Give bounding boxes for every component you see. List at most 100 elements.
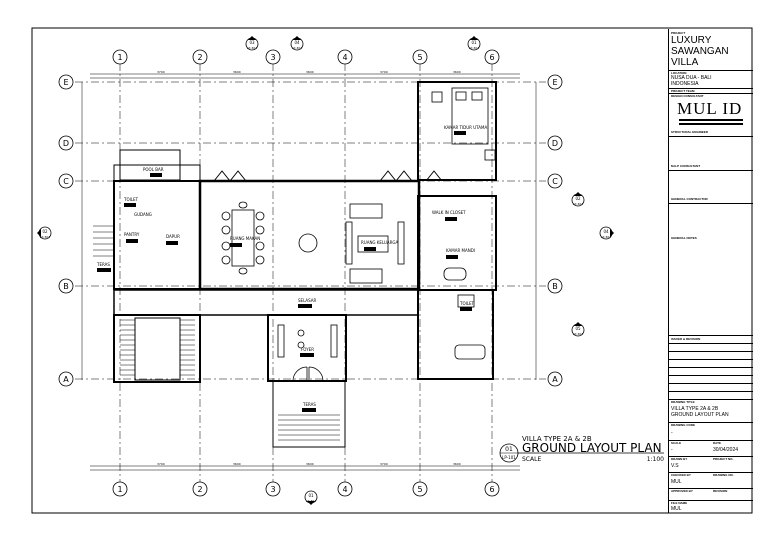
table-line	[669, 399, 753, 400]
file-name-label: FILE NAME	[671, 501, 688, 505]
room-pantry: PANTRY	[124, 232, 140, 237]
svg-text:3700: 3700	[157, 70, 165, 74]
grid-col-top-4: 4	[342, 53, 347, 62]
grid-row-right-a: A	[552, 375, 558, 384]
grid-col-bottom-2: 2	[197, 485, 202, 494]
drawing-title-main: GROUND LAYOUT PLAN	[522, 441, 662, 455]
design-consultant-label: DESIGN CONSULTANT	[671, 94, 704, 98]
divider	[669, 88, 753, 89]
drawn-by-value: V.S	[671, 463, 679, 469]
drawn-by-label: DRAWN BY	[671, 457, 688, 461]
grid-col-bottom-3: 3	[270, 485, 275, 494]
file-name-value: MUL	[671, 506, 682, 512]
room-kitchen: DAPUR	[166, 234, 180, 239]
checked-by-value: MUL	[671, 479, 682, 485]
room-master-bedroom: KAMAR TIDUR UTAMA	[444, 125, 487, 130]
divider	[669, 70, 753, 71]
room-terrace-front: TERAS	[302, 402, 316, 407]
grid-col-top-3: 3	[270, 53, 275, 62]
room-foyer: FOYER	[301, 347, 314, 352]
title-block: PROJECT LUXURY SAWANGAN VILLA LOCATION N…	[668, 29, 753, 513]
section-markers	[38, 37, 613, 504]
checked-by-label: CHECKED BY	[671, 473, 691, 477]
date-value: 30/04/2024	[713, 447, 739, 453]
structural-engineer-label: STRUCTURAL ENGINEER	[671, 130, 708, 134]
section-marker-2-num: 04	[294, 40, 300, 45]
section-marker-arrows	[37, 36, 614, 505]
logo-underline	[679, 119, 743, 121]
grid-bubbles	[58, 49, 563, 497]
room-store: GUDANG	[134, 212, 152, 217]
table-line	[669, 351, 753, 352]
project-name-3: VILLA	[671, 57, 699, 68]
grid-row-right-d: D	[552, 139, 558, 148]
divider	[669, 93, 753, 94]
drawing-scale-label: SCALE	[522, 456, 541, 463]
room-pool-bar: POOL BAR	[143, 167, 164, 172]
scale-label-tb: SCALE	[671, 441, 682, 445]
divider	[669, 170, 753, 171]
issued-revision-label: ISSUED & REVISION	[671, 337, 701, 341]
section-marker-5-num: 04	[603, 229, 609, 234]
divider	[669, 335, 753, 336]
project-label: PROJECT	[671, 31, 686, 35]
project-name-2: SAWANGAN	[671, 46, 729, 57]
grid-bubble-labels: 1 2 3 4 5 6 1 2 3 4 5 6 E D C B A E D C …	[63, 53, 558, 494]
section-marker-labels: 03 LP-301 04 LP-301 01 LP-301 02 LP-301 …	[40, 40, 611, 503]
section-marker-1-num: 03	[249, 40, 255, 45]
general-notes-label: GENERAL NOTES	[671, 236, 697, 240]
section-marker-6-num: 02	[575, 196, 581, 201]
divider	[669, 488, 753, 489]
grid-col-bottom-4: 4	[342, 485, 347, 494]
view-number: 01	[505, 446, 513, 453]
grid-col-top-2: 2	[197, 53, 202, 62]
section-marker-3-num: 01	[471, 40, 477, 45]
project-name-1: LUXURY	[671, 35, 712, 46]
svg-text:3700: 3700	[380, 70, 388, 74]
drawing-title-block: 01 LP-101 VILLA TYPE 2A & 2B GROUND LAYO…	[499, 435, 664, 463]
divider	[669, 472, 753, 473]
table-line	[669, 375, 753, 376]
svg-text:3600: 3600	[453, 462, 461, 466]
section-marker-2-sheet: LP-301	[292, 46, 302, 50]
entrance-doors	[292, 366, 324, 382]
section-marker-6-sheet: LP-301	[573, 202, 583, 206]
room-corridor: SELASAR	[298, 298, 316, 303]
svg-text:3600: 3600	[233, 70, 241, 74]
scale-value-tb: -	[671, 447, 673, 453]
svg-text:3600: 3600	[453, 70, 461, 74]
section-marker-5-sheet: LP-301	[601, 235, 611, 239]
view-sheet: LP-101	[502, 455, 516, 460]
divider	[669, 456, 753, 457]
svg-text:3600: 3600	[233, 462, 241, 466]
divider	[669, 422, 753, 423]
drawing-code-label: DRAWING CODE	[671, 423, 695, 427]
dimension-lines	[81, 73, 537, 471]
svg-text:3600: 3600	[306, 462, 314, 466]
room-powder-room: TOILET	[459, 301, 475, 306]
grid-row-right-c: C	[552, 177, 558, 186]
drawing-title-line1: VILLA TYPE 2A & 2B	[522, 435, 592, 443]
section-marker-7-num: 05	[575, 326, 581, 331]
section-marker-8-sheet: LP-301	[306, 499, 316, 503]
grid-col-bottom-6: 6	[489, 485, 494, 494]
table-line	[669, 391, 753, 392]
approved-by-label: APPROVED BY	[671, 489, 693, 493]
location-line-2: INDONESIA	[671, 81, 699, 87]
table-line	[669, 359, 753, 360]
grid-row-right-e: E	[552, 78, 557, 87]
grid-col-top-6: 6	[489, 53, 494, 62]
room-dining: RUANG MAKAN	[230, 236, 260, 241]
room-bathroom: KAMAR MANDI	[446, 248, 475, 253]
table-line	[669, 383, 753, 384]
grid-col-top-1: 1	[117, 53, 122, 62]
grid-row-left-b: B	[63, 282, 69, 291]
divider	[669, 343, 753, 344]
section-marker-4-num: 02	[42, 229, 48, 234]
revision-label: REVISION	[713, 489, 728, 493]
section-marker-4-sheet: LP-301	[40, 235, 50, 239]
grid-row-left-e: E	[63, 78, 68, 87]
